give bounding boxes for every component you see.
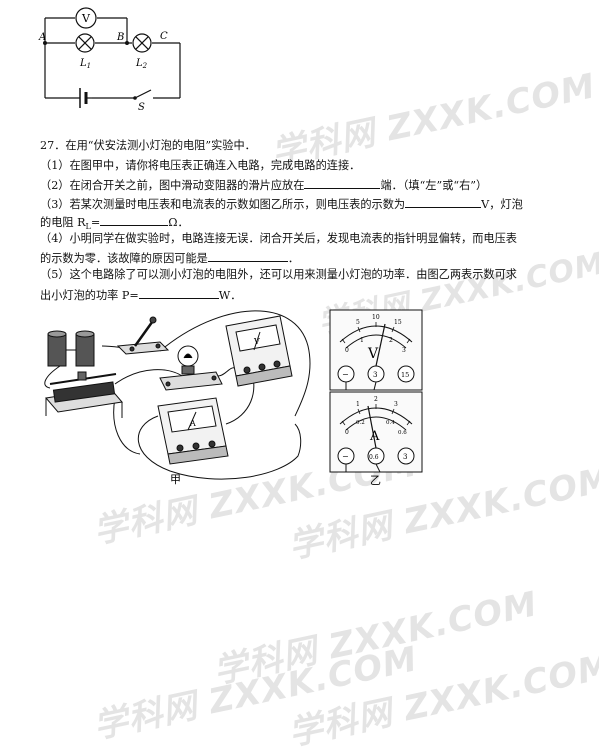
svg-text:0.2: 0.2 <box>356 420 365 426</box>
svg-text:15: 15 <box>394 319 402 326</box>
ammeter-terminal-0-6: 0.6 <box>369 454 379 461</box>
svg-text:5: 5 <box>356 319 360 326</box>
figure-jia-apparatus: V A 甲 <box>44 310 311 486</box>
node-c-label: C <box>160 31 168 42</box>
voltmeter-symbol <box>75 7 97 29</box>
watermark: 学科网 ZXXK.COM <box>210 584 542 692</box>
answer-blank-resistance[interactable] <box>100 214 169 226</box>
answer-blank-voltage[interactable] <box>405 196 482 208</box>
question-part-3-line-2: 的电阻 RL=Ω． <box>40 214 189 232</box>
svg-text:2: 2 <box>389 337 393 344</box>
node-b-label: B <box>116 32 124 43</box>
answer-blank-slider-position[interactable] <box>304 177 381 189</box>
svg-text:10: 10 <box>372 314 380 321</box>
watermark: 学科网 ZXXK.COM <box>268 66 599 174</box>
svg-text:0.4: 0.4 <box>386 420 395 426</box>
ammeter-terminal-3: 3 <box>403 453 407 461</box>
svg-text:1: 1 <box>356 401 360 408</box>
ammeter-device-icon <box>157 397 229 465</box>
question-part-2: （2）在闭合开关之前，图中滑动变阻器的滑片应放在端．（填“左”或“右”） <box>40 177 488 192</box>
lamp-l1-symbol <box>75 33 95 53</box>
voltmeter-device-letter: V <box>253 337 260 346</box>
voltmeter-device-icon <box>225 315 293 387</box>
svg-text:0: 0 <box>345 347 349 354</box>
switch-symbol <box>134 89 152 99</box>
knife-switch-icon <box>116 316 170 355</box>
question-part-4: （4）小明同学在做实验时，电路连接无误．闭合开关后，发现电流表的指针明显偏转，而… <box>40 232 517 245</box>
figure-yi-caption: 乙 <box>370 474 381 486</box>
lamp-l2-symbol <box>132 33 152 53</box>
voltmeter-terminal-minus: − <box>342 370 349 379</box>
switch-label: S <box>138 102 145 110</box>
watermark: 学科网 ZXXK.COM <box>285 646 599 754</box>
voltmeter-dial-letter: V <box>367 346 379 362</box>
voltmeter-terminal-3: 3 <box>373 371 377 379</box>
voltmeter-terminal-15: 15 <box>401 371 409 379</box>
question-part-5-line-2: 出小灯泡的功率 P=W． <box>40 287 242 302</box>
ammeter-device-letter: A <box>189 419 196 428</box>
svg-text:3: 3 <box>402 347 406 354</box>
ammeter-dial-letter: A <box>369 429 380 444</box>
svg-text:2: 2 <box>374 396 378 403</box>
lamp-l1-label: L1 <box>79 58 91 70</box>
series-circuit-diagram: V A B C L1 L2 S <box>38 7 181 110</box>
battery-cells-icon <box>47 330 95 367</box>
svg-text:0: 0 <box>345 429 349 436</box>
sliding-rheostat-icon <box>45 371 123 418</box>
voltmeter-needle <box>375 323 386 367</box>
light-bulb-icon <box>159 345 223 391</box>
svg-text:1: 1 <box>360 337 364 344</box>
question-part-4-line-2: 的示数为零．该故障的原因可能是． <box>40 250 300 265</box>
figure-jia-caption: 甲 <box>170 473 181 486</box>
voltmeter-label: V <box>81 12 91 25</box>
figure-yi-meters: 5 10 15 0 1 2 3 V − 3 15 1 2 3 0 0.2 0.4… <box>329 309 423 486</box>
node-a-label: A <box>38 32 46 43</box>
lamp-l2-label: L2 <box>135 58 148 70</box>
question-part-5: （5）这个电路除了可以测小灯泡的电阻外，还可以用来测量小灯泡的功率．由图乙两表示… <box>40 268 517 281</box>
svg-text:0.6: 0.6 <box>398 430 407 436</box>
question-title: 27．在用“伏安法测小灯泡的电阻”实验中． <box>40 139 256 152</box>
svg-text:3: 3 <box>394 401 398 408</box>
question-part-1: （1）在图甲中，请你将电压表正确连入电路，完成电路的连接． <box>40 159 361 172</box>
answer-blank-fault-cause[interactable] <box>207 250 288 262</box>
watermark: 学科网 ZXXK.COM <box>90 639 422 747</box>
ammeter-terminal-minus: − <box>342 452 349 461</box>
ammeter-needle <box>367 405 377 449</box>
answer-blank-power[interactable] <box>138 287 219 299</box>
